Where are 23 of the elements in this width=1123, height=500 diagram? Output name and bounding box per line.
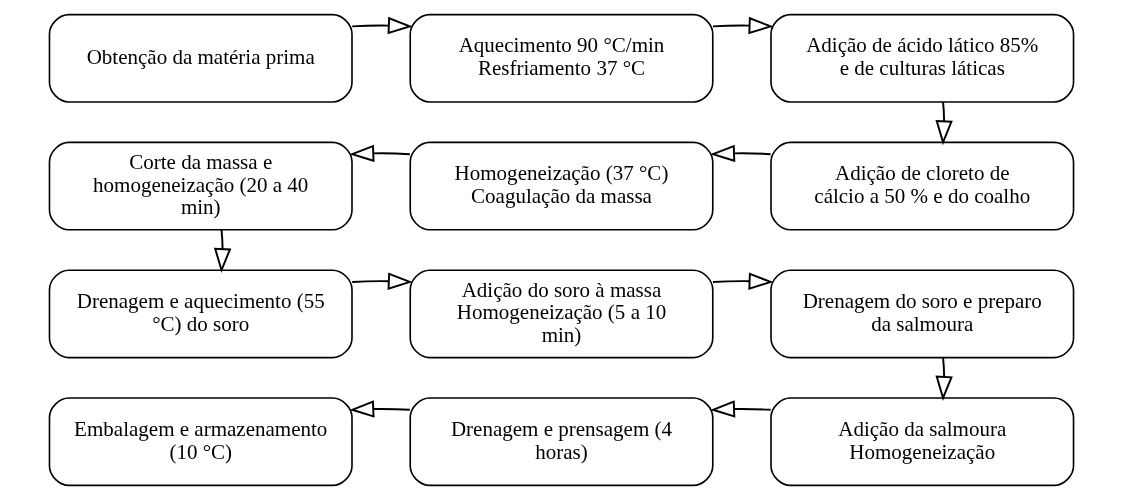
node-box: Drenagem e prensagem (4 horas) — [409, 397, 714, 487]
arrow — [351, 16, 413, 35]
arrow — [712, 272, 774, 290]
arrow — [710, 400, 772, 418]
arrow — [935, 101, 953, 146]
node-box: Adição do soro à massa Homogeneização (5 a 10 min) — [409, 269, 714, 359]
arrow — [349, 400, 411, 418]
arrow — [712, 16, 774, 35]
node-box: Adição de ácido lático 85% e de culturas láticas — [770, 13, 1075, 103]
node-box: Homogeneização (37 °C) Coagulação da massa — [409, 141, 714, 231]
arrow — [213, 228, 232, 274]
node-box: Aquecimento 90 °C/min Resfriamento 37 °C — [409, 13, 714, 103]
node-box: Adição de cloreto de cálcio a 50 % e do coalho — [770, 141, 1075, 231]
node-box: Adição da salmoura Homogeneização — [770, 397, 1075, 487]
arrow — [351, 272, 413, 290]
node-box: Drenagem do soro e preparo da salmoura — [770, 269, 1075, 359]
node-box: Corte da massa e homogeneização (20 a 40 min) — [48, 141, 353, 231]
arrow — [349, 144, 411, 163]
node-box: Drenagem e aquecimento (55 °C) do soro — [48, 269, 353, 359]
node-box: Obtenção da matéria prima — [48, 13, 353, 103]
node-box: Embalagem e armazenamento (10 °C) — [48, 397, 353, 487]
arrow — [710, 144, 772, 163]
arrow — [935, 356, 953, 401]
